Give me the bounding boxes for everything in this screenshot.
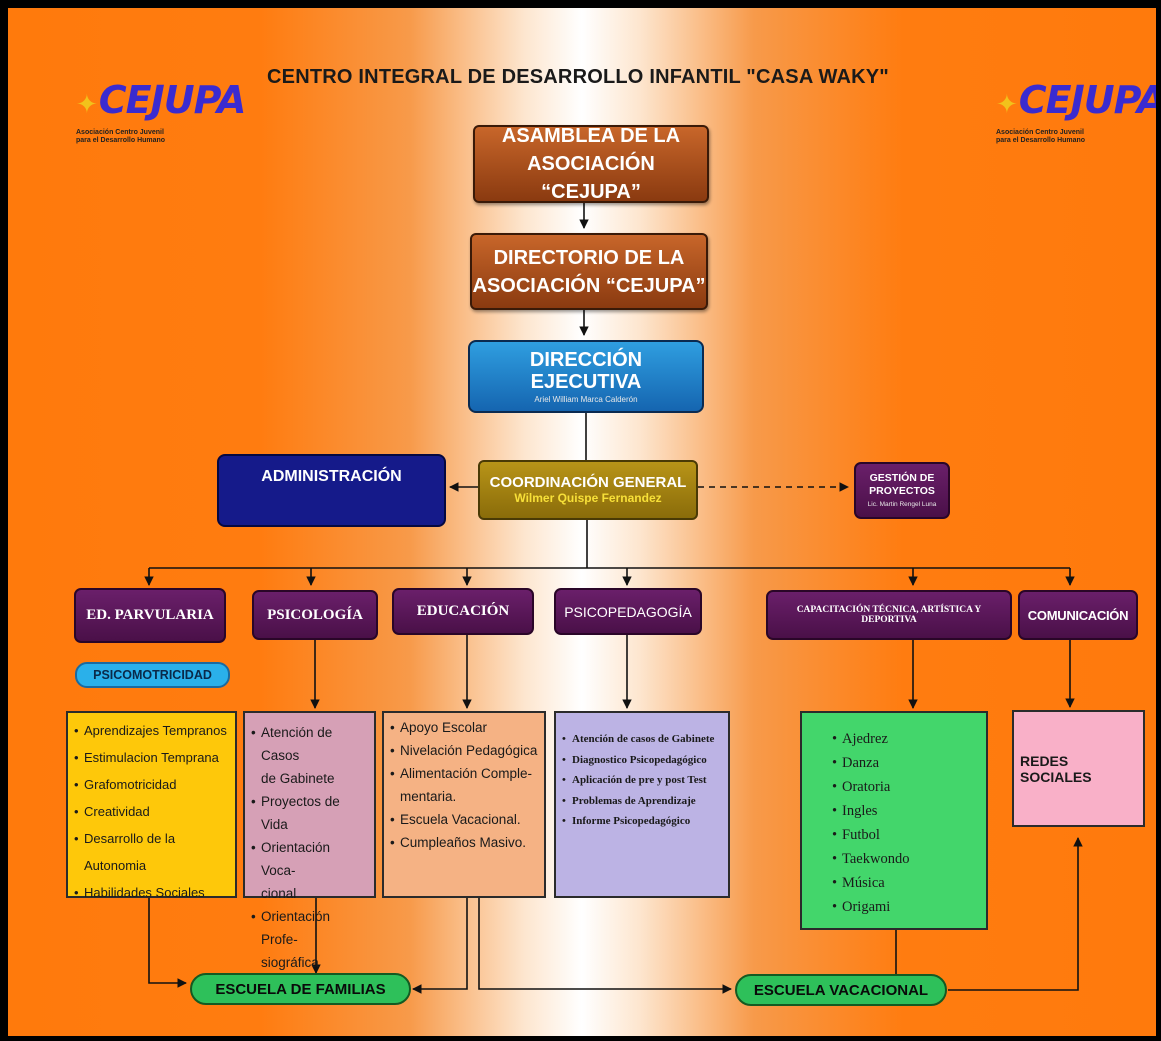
logo-text: CEJUPA [98,78,247,122]
gestion-line-2: PROYECTOS [869,484,935,497]
directorio-line-1: DIRECTORIO DE LA [493,246,685,269]
capacitacion-item: Ajedrez [832,727,980,751]
dept-psicologia-label: PSICOLOGÍA [267,606,363,623]
psicopedagogia-item: Problemas de Aprendizaje [562,791,722,812]
escuela-familias-label: ESCUELA DE FAMILIAS [215,980,386,998]
gestion-person: Lic. Martin Rengel Luna [867,500,937,508]
capacitacion-item: Origami [832,895,980,919]
page-title: CENTRO INTEGRAL DE DESARROLLO INFANTIL "… [267,66,889,88]
psicologia-item: Proyectos de Vida [251,790,368,836]
asamblea-box: ASAMBLEA DE LA ASOCIACIÓN “CEJUPA” [473,125,709,203]
gestion-proyectos-box: GESTIÓN DE PROYECTOS Lic. Martin Rengel … [854,462,950,519]
escuela-familias-pill: ESCUELA DE FAMILIAS [190,973,411,1005]
redes-sociales-label: REDES SOCIALES [1020,752,1092,785]
dept-educacion: EDUCACIÓN [392,588,534,635]
dept-capacitacion: CAPACITACIÓN TÉCNICA, ARTÍSTICA Y DEPORT… [766,590,1012,640]
escuela-vacacional-pill: ESCUELA VACACIONAL [735,974,947,1006]
capacitacion-item: Oratoria [832,775,980,799]
educacion-item: Cumpleaños Masivo. [390,831,538,854]
dept-parvularia: ED. PARVULARIA [74,588,226,643]
psicopedagogia-item: Diagnostico Psicopedagógico [562,750,722,771]
administracion-label: ADMINISTRACIÓN [261,468,402,485]
capacitacion-item: Ingles [832,799,980,823]
connector-lines [144,203,1083,994]
psicopedagogia-item: Atención de casos de Gabinete [562,729,722,750]
parvularia-content: Aprendizajes Tempranos Estimulacion Temp… [66,711,237,906]
educacion-item: Apoyo Escolar [390,716,538,739]
logo-tagline-2: para el Desarrollo Humano [76,137,166,144]
dept-capacitacion-label: CAPACITACIÓN TÉCNICA, ARTÍSTICA Y DEPORT… [796,605,982,625]
parvularia-item: Creatividad [74,798,229,825]
direccion-line-2: EJECUTIVA [530,370,642,393]
psicopedagogia-content: Atención de casos de Gabinete Diagnostic… [554,711,730,898]
educacion-item: Escuela Vacacional. [390,808,538,831]
dept-comunicacion-label: COMUNICACIÓN [1027,607,1129,623]
coordinacion-person: Wilmer Quispe Fernandez [514,491,662,505]
directorio-line-2: ASOCIACIÓN “CEJUPA” [472,274,706,297]
escuela-vacacional-label: ESCUELA VACACIONAL [753,981,929,999]
org-chart: CENTRO INTEGRAL DE DESARROLLO INFANTIL "… [8,8,1156,1036]
direccion-ejecutiva-box: DIRECCIÓN EJECUTIVA Ariel William Marca … [468,340,704,413]
capacitacion-item: Danza [832,751,980,775]
directorio-box: DIRECTORIO DE LA ASOCIACIÓN “CEJUPA” [470,233,708,310]
figure-icon: ✦ [76,90,98,120]
parvularia-item: Estimulacion Temprana [74,744,229,771]
dept-educacion-label: EDUCACIÓN [416,603,510,619]
dept-psicopedagogia-label: PSICOPEDAGOGÍA [564,603,692,620]
direccion-line-1: DIRECCIÓN [529,348,643,371]
educacion-item: Nivelación Pedagógica [390,739,538,762]
educacion-content: Apoyo Escolar Nivelación Pedagógica Alim… [382,711,546,898]
logo-text: CEJUPA [1018,78,1156,122]
psicopedagogia-item: Aplicación de pre y post Test [562,770,722,791]
dept-psicologia: PSICOLOGÍA [252,590,378,640]
capacitacion-item: Taekwondo [832,847,980,871]
coordinacion-general-box: COORDINACIÓN GENERAL Wilmer Quispe Ferna… [478,460,698,520]
asamblea-line-2: ASOCIACIÓN “CEJUPA” [527,153,655,203]
psicopedagogia-item: Informe Psicopedagógico [562,811,722,832]
psicologia-item: Orientación Voca-cional [251,836,368,905]
psicomotricidad-label: PSICOMOTRICIDAD [93,668,212,682]
psicologia-item: Orientación Profe-siográfica [251,905,368,974]
parvularia-item: Desarrollo de la Autonomia [74,825,229,879]
parvularia-item: Aprendizajes Tempranos [74,717,229,744]
capacitacion-item: Futbol [832,823,980,847]
parvularia-item: Grafomotricidad [74,771,229,798]
capacitacion-content: Ajedrez Danza Oratoria Ingles Futbol Tae… [800,711,988,930]
dept-parvularia-label: ED. PARVULARIA [86,607,214,623]
dept-psicopedagogia: PSICOPEDAGOGÍA [554,588,702,635]
logo-tagline-1: Asociación Centro Juvenil [996,129,1084,136]
psicomotricidad-badge: PSICOMOTRICIDAD [75,662,230,688]
gestion-line-1: GESTIÓN DE [869,471,935,484]
parvularia-item: Habilidades Sociales [74,879,229,906]
figure-icon: ✦ [996,90,1018,120]
logo-tagline-2: para el Desarrollo Humano [996,137,1086,144]
capacitacion-item: Música [832,871,980,895]
educacion-item: Alimentación Comple-mentaria. [390,762,538,808]
coordinacion-title: COORDINACIÓN GENERAL [489,474,687,491]
asamblea-line-1: ASAMBLEA DE LA [501,125,681,147]
direccion-person: Ariel William Marca Calderón [534,394,638,404]
redes-sociales-box: REDES SOCIALES [1012,710,1145,827]
dept-comunicacion: COMUNICACIÓN [1018,590,1138,640]
logo-tagline-1: Asociación Centro Juvenil [76,129,164,136]
administracion-box: ADMINISTRACIÓN [217,454,446,527]
